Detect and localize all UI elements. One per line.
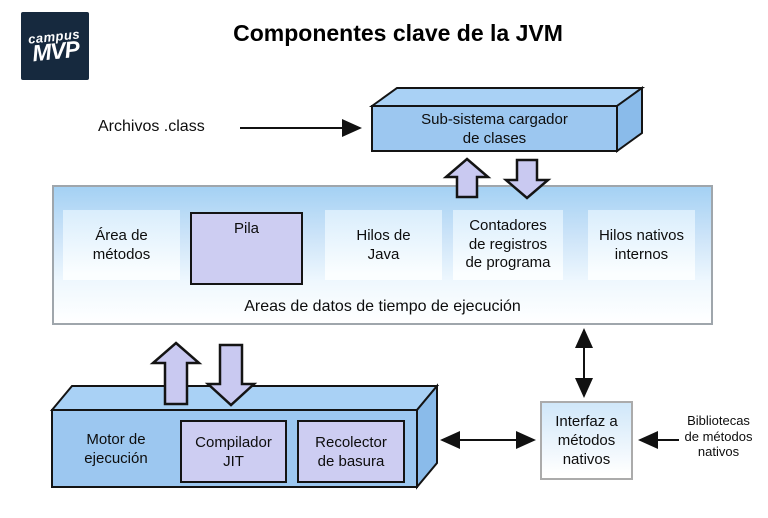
class-loader-box-top bbox=[368, 87, 646, 107]
java-threads-box: Hilos de Java bbox=[325, 210, 442, 280]
execution-engine-label: Motor de ejecución bbox=[84, 430, 148, 467]
execution-engine-box-side bbox=[416, 383, 438, 490]
campusmvp-logo: campus MVP bbox=[21, 12, 89, 80]
native-interface-box: Interfaz a métodos nativos bbox=[540, 401, 633, 480]
garbage-collector-box: Recolector de basura bbox=[297, 420, 405, 483]
runtime-to-engine-down-arrow bbox=[204, 343, 258, 407]
class-loader-box-side bbox=[616, 86, 643, 153]
runtime-data-area-caption: Areas de datos de tiempo de ejecución bbox=[244, 298, 521, 315]
jit-compiler-box: Compilador JIT bbox=[180, 420, 287, 483]
pc-registers-box: Contadores de registros de programa bbox=[453, 210, 563, 280]
class-files-label: Archivos .class bbox=[98, 118, 205, 135]
execution-engine-box-top bbox=[49, 385, 440, 411]
method-area-box: Área de métodos bbox=[63, 210, 180, 280]
native-threads-box: Hilos nativos internos bbox=[588, 210, 695, 280]
stack-box: Pila bbox=[190, 212, 303, 285]
runtime-to-engine-up-arrow bbox=[149, 341, 203, 406]
class-loader-label: Sub-sistema cargador de clases bbox=[421, 110, 568, 147]
native-libraries-label: Bibliotecas de métodos nativos bbox=[684, 413, 753, 459]
page-title: Componentes clave de la JVM bbox=[233, 20, 563, 46]
